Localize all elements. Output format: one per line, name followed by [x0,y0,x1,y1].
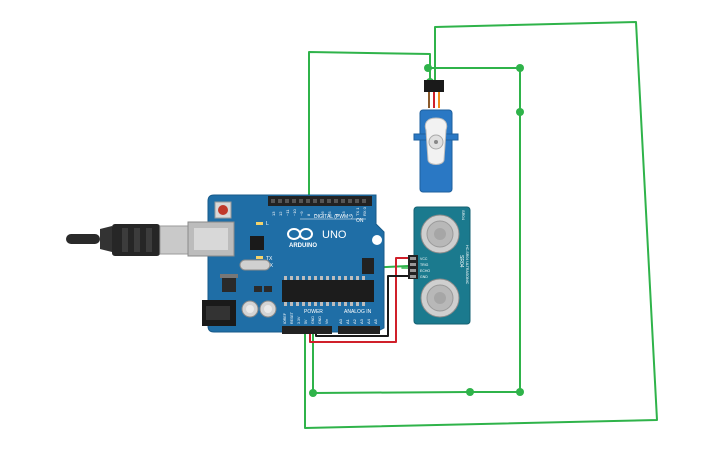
analog-pin-label: A1 [345,318,350,324]
analog-pin-label: A5 [373,318,378,324]
usb-plug-ridge [134,228,140,252]
l-led-label: L [266,221,269,227]
icsp-header [362,258,374,274]
servo-motor[interactable] [413,80,459,193]
digital-header-pins [271,199,366,203]
analog-pin-label: A4 [366,318,371,324]
digital-pin-label: 4 [334,213,339,216]
sensor-pin-labels: VCC TRIG ECHO GND [420,257,430,279]
power-label: POWER [304,309,323,315]
digital-pin-label: ~5 [327,211,332,216]
sensor-pin-label: VCC [420,257,428,261]
digital-pin-label: ~10 [292,208,297,216]
crystal [239,259,271,271]
wire-servo-to-rail[interactable] [312,67,521,394]
junction-dot[interactable] [516,64,524,72]
usb-plug-ridge [122,228,128,252]
wires [304,21,658,429]
sensor-pins [410,257,416,278]
wire-sensor-vcc[interactable] [309,257,409,343]
servo-connector[interactable] [424,80,444,92]
arduino-logo-icon [287,228,313,240]
reset-button[interactable] [218,205,228,215]
digital-pin-label: 2 [348,213,353,216]
sensor-side-label: SR04 [458,255,464,268]
model-label: UNO [322,229,347,241]
junction-dot[interactable] [516,388,524,396]
junction-dot[interactable] [466,388,474,396]
power-pin-label: 3.3V [297,316,301,324]
digital-pin-label: ~3 [341,211,346,216]
analog-pin-label: A0 [338,318,343,324]
usb-port-inner [194,228,228,250]
usb-cable[interactable] [66,224,189,256]
power-pin-label: IOREF [283,312,287,324]
analog-pin-label: A2 [352,318,357,324]
sensor-pin-label: ECHO [420,269,430,273]
tx-led [256,256,263,259]
power-header[interactable] [282,326,332,334]
power-pin-label: RESET [290,311,294,324]
l-led [256,222,263,225]
digital-pin-label: 12 [278,211,283,216]
usb-cable-strain-relief [100,226,112,252]
usb-plug-metal [159,225,189,255]
digital-header-label: DIGITAL (PWM~) [314,214,353,220]
atmega-chip [282,280,374,302]
sensor-pin-label: GND [420,275,428,279]
digital-pin-label: 8 [306,213,311,216]
usb-chip [250,236,264,250]
ultrasonic-sensor[interactable]: VCC TRIG ECHO GND SR04 HC-SR04 ULTRASONIC S… [408,206,471,325]
analog-label: ANALOG IN [344,309,372,315]
capacitor-top [246,305,254,313]
usb-cable-cord [66,234,100,244]
wire-outer-loop[interactable] [304,21,658,429]
power-pin-label: Vin [325,319,329,324]
analog-pin-label: A3 [359,318,364,324]
junction-dot[interactable] [424,64,432,72]
sensor-transducer-top-center [434,228,446,240]
usb-plug-ridge [146,228,152,252]
board-mount-hole [372,235,382,245]
sensor-model-text: HC-SR04 ULTRASONIC [465,245,469,285]
power-pin-label: 5V [304,319,308,324]
wire-sensor-gnd[interactable] [315,275,409,337]
sensor-transducer-bottom-center [434,292,446,304]
power-pin-label: GND [311,316,315,324]
digital-pin-label: ~9 [299,211,304,216]
power-jack-inner [206,306,230,320]
atmega-chip-legs [284,276,365,306]
digital-pin-label: ~6 [320,211,325,216]
junction-dot[interactable] [309,389,317,397]
power-pin-label: GND [318,316,322,324]
sensor-corner-label: SR04 [461,210,466,221]
junction-dot[interactable] [516,108,524,116]
brand-label: ARDUINO [289,243,317,249]
digital-pin-label: 7 [313,213,318,216]
sensor-pin-label: TRIG [420,263,429,267]
on-label: ON [356,218,364,224]
sensor-pin-header[interactable] [408,255,418,279]
smd-component [264,286,272,292]
digital-pin-label: 13 [271,211,276,216]
digital-pin-label: RX 0 [362,206,367,216]
smd-component [254,286,262,292]
capacitor-top [264,305,272,313]
servo-shaft-screw [434,140,438,144]
voltage-regulator [222,276,236,292]
wire-servo-signal[interactable] [308,51,431,201]
analog-header[interactable] [338,326,380,334]
digital-pin-label: TX 1 [355,207,360,216]
voltage-regulator-tab [220,274,238,278]
digital-pin-label: ~11 [285,209,290,216]
tx-led-label: TX [266,256,273,262]
